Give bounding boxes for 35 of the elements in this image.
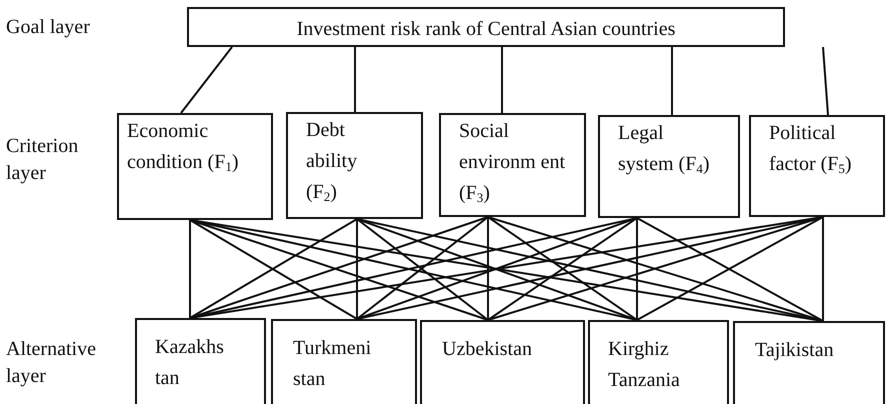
- connector-line: [822, 46, 829, 116]
- layer-label: Goal layer: [6, 15, 90, 40]
- box-text: Legal system (F$_{4}$): [618, 121, 711, 178]
- box-text: Kirghiz Tanzania: [608, 337, 681, 393]
- criterion-box: [749, 115, 885, 217]
- layer-label: Criterion layer: [6, 134, 76, 186]
- alternative-box: [420, 320, 585, 404]
- criterion-box: [439, 113, 586, 217]
- box-text: Investment risk rank of Central Asian countries: [296, 17, 676, 42]
- alternative-box: [135, 318, 266, 404]
- goal-box: [187, 7, 785, 47]
- connector-line: [354, 47, 356, 112]
- box-text: Social environm ent (F$_{3}$): [459, 119, 566, 207]
- connector-line: [822, 217, 824, 321]
- criterion-box: [286, 112, 423, 219]
- box-text: Economic condition (F$_{1}$): [127, 119, 240, 176]
- box-text: Kazakhs tan: [155, 335, 225, 391]
- connector-line: [180, 46, 233, 114]
- criterion-box: [598, 115, 740, 218]
- connector-line: [189, 220, 191, 318]
- box-text: Political factor (F$_{5}$): [769, 121, 853, 178]
- alternative-box: [588, 320, 729, 404]
- connector-line: [501, 47, 503, 113]
- alternative-box: [733, 321, 885, 404]
- connector-line: [671, 47, 673, 115]
- box-text: Uzbekistan: [442, 337, 533, 362]
- criterion-box: [117, 113, 273, 220]
- layer-label: Alternative layer: [6, 337, 96, 389]
- connector-line: [487, 217, 489, 320]
- connector-line: [356, 219, 358, 319]
- box-text: Turkmeni stan: [293, 336, 372, 392]
- alternative-box: [271, 319, 417, 404]
- box-text: Tajikistan: [755, 338, 835, 363]
- connector-line: [636, 218, 638, 320]
- box-text: Debt ability (F$_{2}$): [306, 118, 358, 206]
